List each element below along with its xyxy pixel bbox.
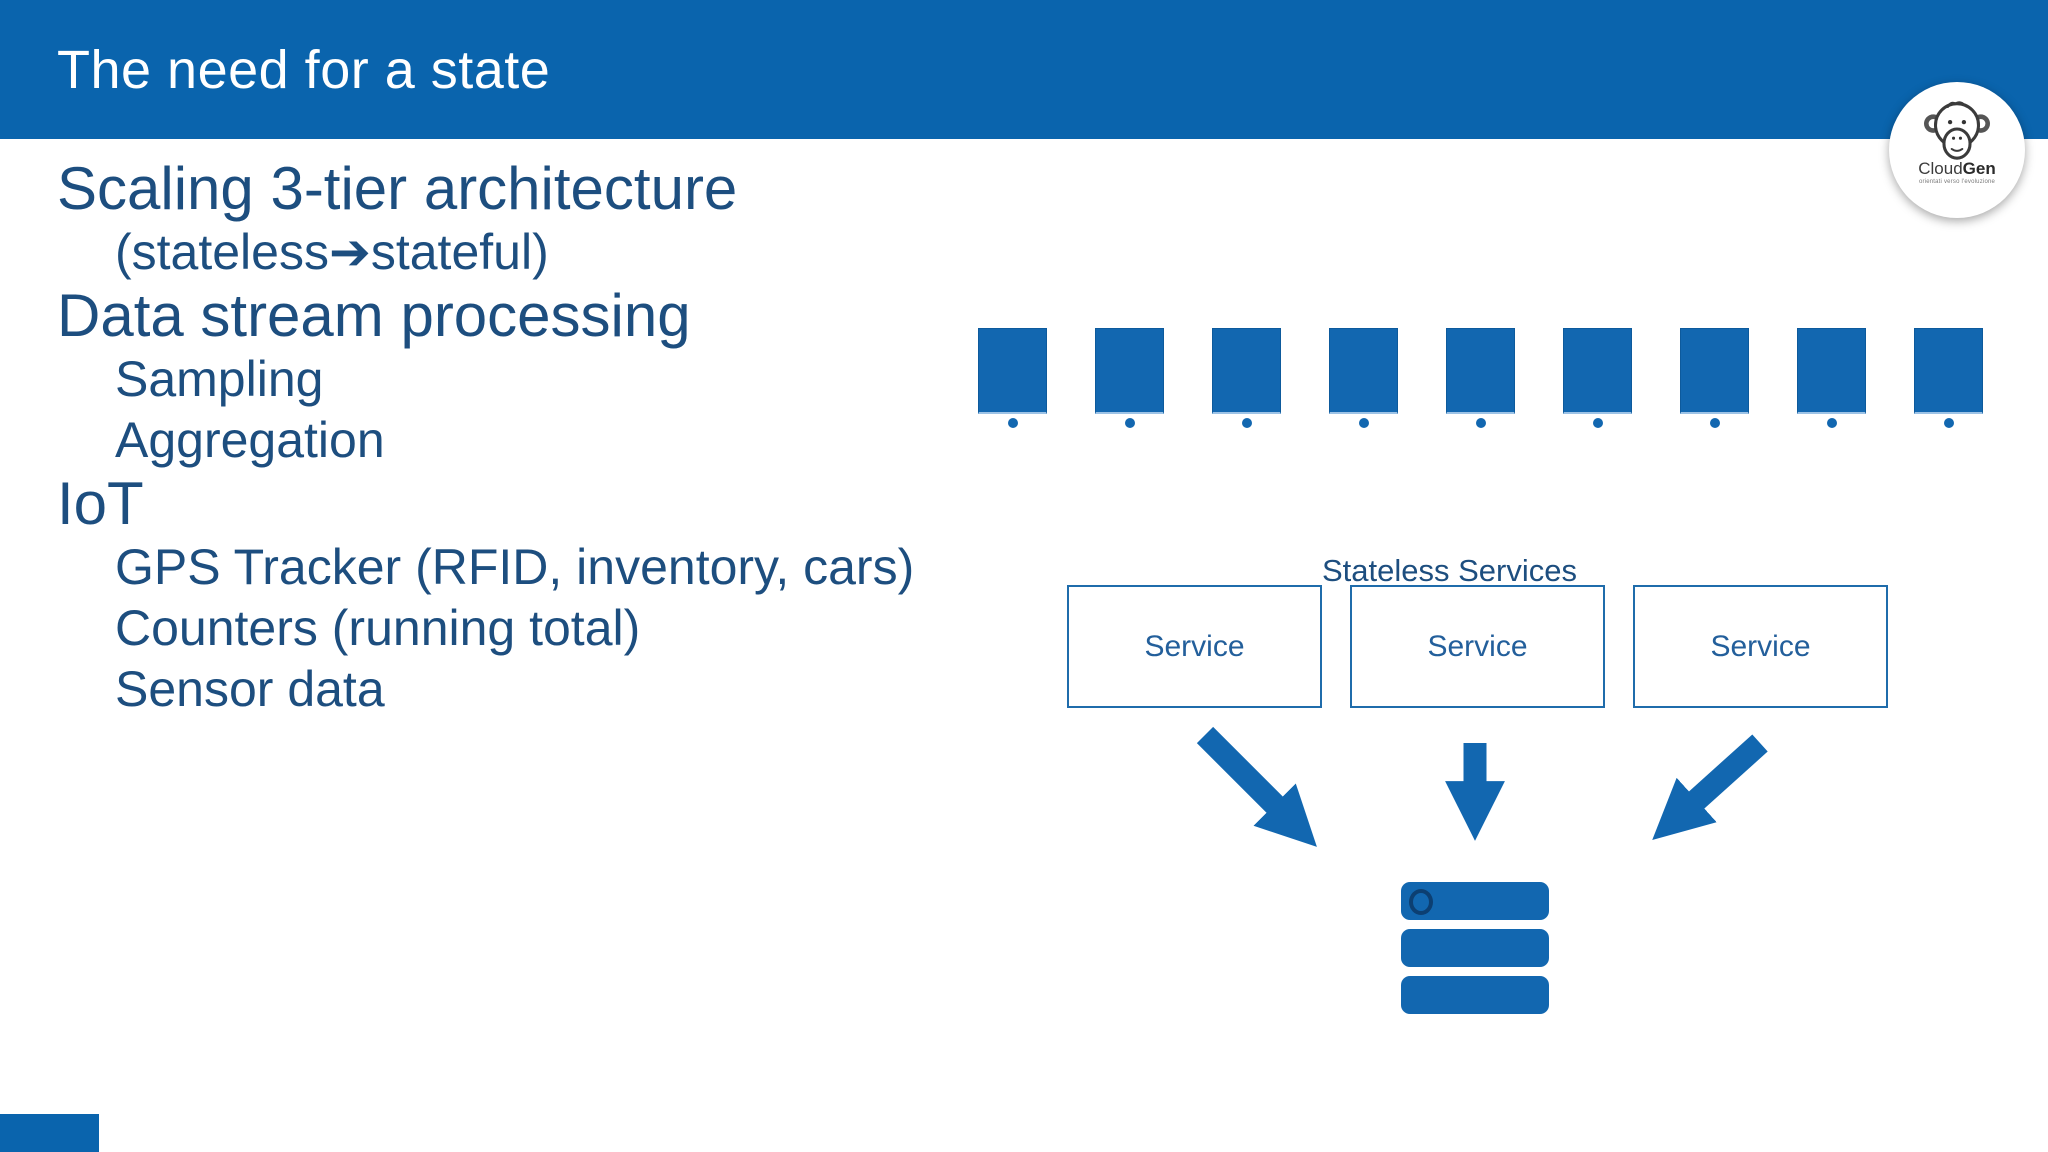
bullet-list: Scaling 3-tier architecture (stateless➔s… <box>57 156 914 720</box>
device-screen <box>1329 328 1398 414</box>
device-screen <box>1212 328 1281 414</box>
flow-arrows <box>1196 726 1768 847</box>
device-home-button-icon <box>1358 418 1369 428</box>
bullet-item: Scaling 3-tier architecture <box>57 155 738 222</box>
bullet-item: Sampling <box>115 351 324 407</box>
bullet-item: Aggregation <box>115 412 385 468</box>
device-icon <box>1914 328 1983 428</box>
title-bar: The need for a state <box>0 0 2048 139</box>
bottom-left-accent-bar <box>0 1114 99 1152</box>
device-icon <box>1680 328 1749 428</box>
device-home-button-icon <box>1007 418 1018 428</box>
bullet-item: Data stream processing <box>57 282 691 349</box>
arrow-left-icon <box>1196 726 1317 847</box>
device-icon <box>1329 328 1398 428</box>
bullet-item: IoT <box>57 470 144 537</box>
arrow-right-icon <box>1652 734 1768 841</box>
device-home-button-icon <box>1475 418 1486 428</box>
device-home-button-icon <box>1826 418 1837 428</box>
logo-wordmark: CloudGen <box>1918 159 1996 178</box>
cloudgen-logo: CloudGen orientati verso l'evoluzione <box>1889 82 2025 218</box>
service-boxes: Service Service Service <box>1067 585 1888 708</box>
service-box: Service <box>1350 585 1605 708</box>
stateless-services-label: Stateless Services <box>1322 553 1577 588</box>
database-tier <box>1401 929 1549 967</box>
bullet-item: Counters (running total) <box>115 600 641 656</box>
service-box: Service <box>1633 585 1888 708</box>
device-screen <box>1680 328 1749 414</box>
bullet-item: GPS Tracker (RFID, inventory, cars) <box>115 539 915 595</box>
database-tier <box>1401 882 1549 920</box>
bullet-item: Sensor data <box>115 661 385 717</box>
device-icon <box>1797 328 1866 428</box>
device-home-button-icon <box>1943 418 1954 428</box>
device-home-button-icon <box>1124 418 1135 428</box>
device-screen <box>978 328 1047 414</box>
device-screen <box>1095 328 1164 414</box>
monkey-icon <box>1924 101 1990 160</box>
service-box: Service <box>1067 585 1322 708</box>
device-icon <box>1563 328 1632 428</box>
database-tier <box>1401 976 1549 1014</box>
device-home-button-icon <box>1592 418 1603 428</box>
device-icon <box>978 328 1047 428</box>
device-icon <box>1446 328 1515 428</box>
device-row <box>978 328 1983 428</box>
database-led-icon <box>1409 889 1433 915</box>
bullet-item: (stateless➔stateful) <box>115 224 549 280</box>
device-screen <box>1563 328 1632 414</box>
device-icon <box>1212 328 1281 428</box>
device-icon <box>1095 328 1164 428</box>
device-home-button-icon <box>1241 418 1252 428</box>
device-screen <box>1914 328 1983 414</box>
page-title: The need for a state <box>57 39 551 100</box>
logo-tagline: orientati verso l'evoluzione <box>1918 179 1996 185</box>
device-screen <box>1797 328 1866 414</box>
device-home-button-icon <box>1709 418 1720 428</box>
device-screen <box>1446 328 1515 414</box>
database-icon <box>1401 882 1549 1023</box>
